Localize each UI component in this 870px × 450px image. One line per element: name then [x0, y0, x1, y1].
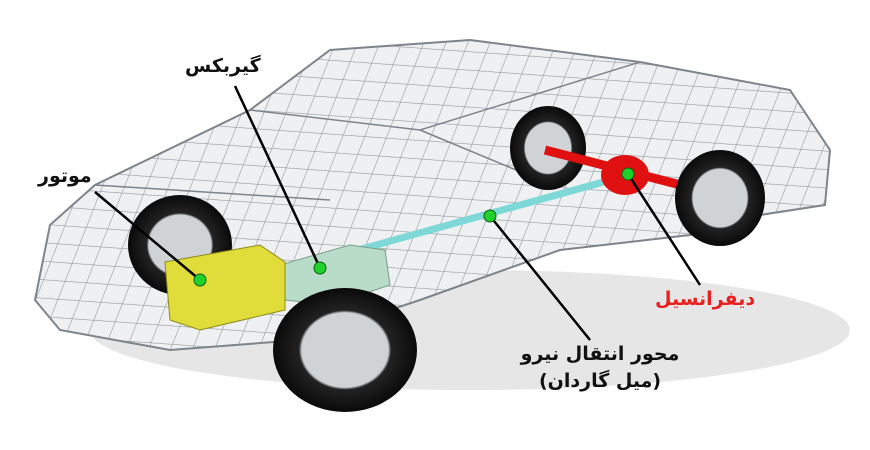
wheel-front-left	[273, 288, 417, 412]
engine	[164, 244, 286, 331]
leader-lines	[94, 85, 702, 341]
label-gearbox: گیربکس	[185, 55, 261, 77]
driveshaft-marker	[483, 209, 497, 223]
label-engine: موتور	[38, 165, 92, 187]
gearbox-marker	[313, 261, 327, 275]
label-driveshaft: محور انتقال نیرو	[520, 343, 680, 365]
wheel-rear-left	[675, 150, 765, 246]
label-differential: دیفرانسیل	[655, 288, 756, 310]
differential-marker	[621, 167, 635, 181]
engine-marker	[193, 273, 207, 287]
label-driveshaft-alt: (میل گاردان)	[538, 370, 662, 392]
driveshaft	[339, 172, 626, 259]
